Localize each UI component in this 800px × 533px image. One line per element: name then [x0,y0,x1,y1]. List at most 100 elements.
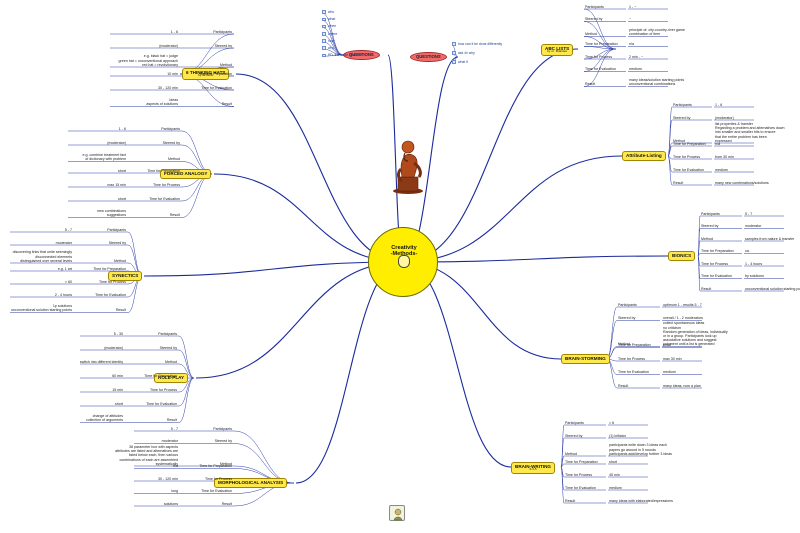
row-key: Participants [161,126,180,131]
topic-brain-writing[interactable]: BRAIN-WRITING 6-3-5 [511,462,555,474]
row-value: > 6 [609,420,615,425]
row-key: Time for Preparation [618,343,651,348]
row-key: Participants [213,29,232,34]
question-item[interactable]: why [322,46,334,50]
row-value: n/a [715,141,720,146]
row-key: Result [169,213,180,218]
topic-forced-analogy[interactable]: FORCED ANALOGY [160,169,212,179]
row-key: Time for Evaluation [673,167,704,172]
row-value: 5 - 30 [113,331,123,336]
row-key: Result [565,498,576,503]
sub-branch [178,349,195,379]
sub-branch [583,48,617,87]
topic-subtitle: by v.I. Brandes [547,49,568,53]
row-value: 60 min [112,373,123,378]
row-value: optimum 1 - results 5 - 7 [663,302,702,307]
central-title: Creativity [391,245,417,251]
row-value: short [663,343,671,348]
row-value: many ideas, now a plan [663,383,701,388]
row-value: 1 - 4 hours [745,261,763,266]
central-topic[interactable]: Creativity -Methods- [368,227,438,297]
question-item[interactable]: PD, the trade Question [322,53,363,57]
sub-branch [697,255,701,292]
row-value: (1) initiator [609,433,626,438]
row-value: samples from nature & transfer [745,236,795,241]
note-icon [322,24,326,29]
question-text: when [328,24,337,29]
question-item[interactable]: who [322,10,334,14]
topic-attribute-listing[interactable]: Attribute-Listing [622,151,666,161]
row-value: (moderator) [715,115,734,120]
topic-role-play[interactable]: ROLE-PLAY [154,373,189,383]
row-key: Time for Evaluation [701,274,732,279]
note-icon [452,42,456,46]
row-value: (moderator) [159,43,178,48]
row-key: Time for Preparation [673,141,706,146]
row-value: short [118,168,126,173]
question-item[interactable]: what [322,17,335,21]
note-icon [322,46,326,50]
sub-branch [606,306,618,360]
row-value: by solutions [745,274,764,279]
row-key: Method [220,62,232,67]
topic-bionics[interactable]: BIONICS [668,251,696,261]
row-key: Steered by [585,17,603,22]
question-item[interactable]: when [322,24,336,28]
row-key: Participants [673,102,692,107]
question-item[interactable]: what if [452,60,468,64]
row-value: ca. [745,249,750,254]
map-tool-icon[interactable] [389,505,405,521]
row-value: 1 - 6 [715,102,723,107]
question-item[interactable]: how [322,39,334,43]
row-key: Method [165,359,177,364]
row-value: n/a [629,42,634,47]
question-text: how [328,38,335,43]
row-key: Method [114,258,126,263]
note-icon [452,60,456,64]
note-icon [322,17,326,22]
row-key: Method [618,342,630,347]
face-icon [398,255,410,268]
question-item[interactable]: where [322,32,337,36]
row-key: Method [673,138,685,143]
question-item[interactable]: how can it be done differently [452,42,502,46]
question-item[interactable]: ask 4x why [452,51,475,55]
row-key: Time for Preparation [199,71,232,76]
topic-title: 6 THINKING HATS [186,70,226,75]
branch-attribute_listing [402,155,623,263]
row-key: Result [221,501,232,506]
row-value: medium [629,67,642,72]
row-key: Time for Evaluation [95,292,126,297]
row-value: 15 min [112,387,123,392]
row-key: Time for Process [98,279,126,284]
questions-left-bubble[interactable]: QUESTIONS [343,50,380,60]
row-key: Time for Evaluation [146,401,177,406]
branch-morphological [295,261,404,484]
topic-morphological-analysis[interactable]: MORPHOLOGICAL ANALYSIS [214,478,288,488]
row-key: Participants [565,420,584,425]
row-value: moderator [745,224,762,229]
row-key: Time for Evaluation [201,489,232,494]
topic-abc-lists[interactable]: ABC LISTS by v.I. Brandes [541,44,574,56]
row-key: Time for Process [701,261,729,266]
topic-brain-storming[interactable]: BRAIN-STORMING [561,354,610,364]
row-value: switch into different identity [79,359,123,364]
row-value: long [171,489,178,494]
row-value: 5 - 7 [745,211,753,216]
topic-synectics[interactable]: SYNECTICS [108,271,143,281]
row-key: Result [618,383,629,388]
questions-right-bubble[interactable]: QUESTIONS [410,52,447,62]
topic-six-thinking-hats[interactable]: 6 THINKING HATS by de Bono [182,68,230,80]
row-key: Result [166,418,177,423]
branch-thinking_hats [235,73,404,263]
row-value: 2 min - ~ [629,54,644,59]
sub-branch [667,145,673,157]
row-value: medium [663,370,676,375]
topic-subtitle: by de Bono [198,73,214,77]
